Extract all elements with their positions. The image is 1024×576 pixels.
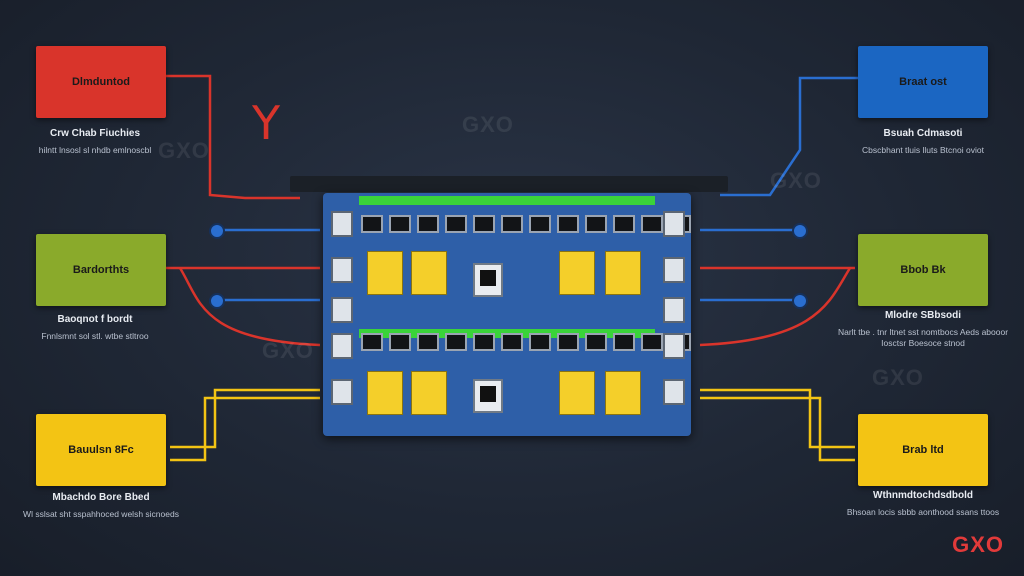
- box-label: Brab ltd: [902, 444, 944, 456]
- side-port[interactable]: [331, 379, 353, 405]
- yellow-module[interactable]: [559, 251, 595, 295]
- left-caption-red: Crw Chab Fiuchies hilntt lnsosl sl nhdb …: [0, 128, 190, 156]
- y-split-icon: Y: [252, 96, 281, 150]
- ethernet-port[interactable]: [361, 333, 383, 351]
- port-row-bottom: [361, 333, 691, 351]
- box-label: Bardorthts: [72, 264, 130, 276]
- blue-wire-top-right: [720, 76, 858, 197]
- side-port[interactable]: [663, 211, 685, 237]
- right-caption-yellow: Wthnmdtochdsdbold Bhsoan locis sbbb aont…: [828, 490, 1018, 518]
- red-wire-mid-left-2: [178, 267, 321, 347]
- caption-title: Baoqnot f bordt: [57, 314, 133, 325]
- yellow-wire-right-2: [700, 396, 855, 462]
- box-label: Dlmduntod: [71, 76, 131, 88]
- caption-desc: Narlt tbe . tnr ltnet sst nomtbocs Aeds …: [837, 327, 1009, 348]
- yellow-module[interactable]: [411, 251, 447, 295]
- yellow-module[interactable]: [367, 251, 403, 295]
- caption-title: Crw Chab Fiuchies: [49, 128, 140, 139]
- left-box-yellow[interactable]: Bauulsn 8Fc: [36, 414, 166, 486]
- ethernet-port[interactable]: [445, 215, 467, 233]
- box-label: Braat ost: [899, 76, 947, 88]
- yellow-module[interactable]: [411, 371, 447, 415]
- ethernet-port[interactable]: [473, 215, 495, 233]
- side-port[interactable]: [663, 297, 685, 323]
- yellow-wire-right-1: [700, 388, 855, 449]
- caption-title: Mbachdo Bore Bbed: [52, 492, 150, 503]
- box-label: Bbob Bk: [900, 264, 946, 276]
- ethernet-port[interactable]: [501, 333, 523, 351]
- caption-title: Wthnmdtochdsdbold: [873, 490, 973, 501]
- left-caption-green: Baoqnot f bordt Fnnlsmnt sol stl. wtbe s…: [0, 314, 190, 342]
- right-caption-blue: Bsuah Cdmasoti Cbscbhant tluis lluts Btc…: [828, 128, 1018, 156]
- right-caption-green: Mlodre SBbsodi Narlt tbe . tnr ltnet sst…: [828, 310, 1018, 349]
- caption-desc: Cbscbhant tluis lluts Btcnoi oviot: [862, 145, 984, 155]
- side-port[interactable]: [663, 257, 685, 283]
- caption-desc: Fnnlsmnt sol stl. wtbe stltroo: [41, 331, 149, 341]
- side-port[interactable]: [663, 333, 685, 359]
- left-caption-yellow: Mbachdo Bore Bbed Wl sslsat sht sspahhoc…: [6, 492, 196, 520]
- blue-connector: [209, 293, 225, 309]
- watermark: GXO: [872, 365, 924, 390]
- right-box-green[interactable]: Bbob Bk: [858, 234, 988, 306]
- box-label: Bauulsn 8Fc: [68, 444, 134, 456]
- ethernet-port[interactable]: [613, 215, 635, 233]
- ethernet-port[interactable]: [389, 215, 411, 233]
- caption-desc: hilntt lnsosl sl nhdb emlnoscbl: [38, 145, 152, 155]
- side-port[interactable]: [331, 257, 353, 283]
- ethernet-port[interactable]: [529, 333, 551, 351]
- ethernet-port[interactable]: [417, 215, 439, 233]
- ethernet-port[interactable]: [641, 333, 663, 351]
- caption-title: Mlodre SBbsodi: [884, 310, 962, 321]
- side-port[interactable]: [331, 211, 353, 237]
- yellow-module[interactable]: [605, 371, 641, 415]
- ethernet-port[interactable]: [361, 215, 383, 233]
- red-wire-mid-right-2: [699, 267, 852, 347]
- blue-connector: [792, 223, 808, 239]
- caption-desc: Bhsoan locis sbbb aonthood ssans ttoos: [846, 507, 1000, 517]
- yellow-module[interactable]: [605, 251, 641, 295]
- ethernet-port[interactable]: [557, 215, 579, 233]
- ethernet-port[interactable]: [585, 215, 607, 233]
- side-port[interactable]: [663, 379, 685, 405]
- sfp-port[interactable]: [473, 379, 503, 413]
- ethernet-port[interactable]: [389, 333, 411, 351]
- sfp-port[interactable]: [473, 263, 503, 297]
- ethernet-port[interactable]: [585, 333, 607, 351]
- yellow-wire-left-1: [170, 388, 320, 449]
- ethernet-port[interactable]: [529, 215, 551, 233]
- ethernet-port[interactable]: [417, 333, 439, 351]
- watermark: GXO: [158, 138, 210, 163]
- ethernet-port[interactable]: [473, 333, 495, 351]
- right-box-yellow[interactable]: Brab ltd: [858, 414, 988, 486]
- side-port[interactable]: [331, 297, 353, 323]
- ethernet-port[interactable]: [557, 333, 579, 351]
- blue-connector: [792, 293, 808, 309]
- network-switch[interactable]: [323, 193, 691, 436]
- side-port[interactable]: [331, 333, 353, 359]
- right-box-blue[interactable]: Braat ost: [858, 46, 988, 118]
- watermark: GXO: [462, 112, 514, 137]
- yellow-module[interactable]: [367, 371, 403, 415]
- ethernet-port[interactable]: [641, 215, 663, 233]
- red-wire-top-left: [165, 74, 300, 200]
- yellow-module[interactable]: [559, 371, 595, 415]
- ethernet-port[interactable]: [445, 333, 467, 351]
- blue-connector: [209, 223, 225, 239]
- switch-led-strip: [359, 196, 655, 205]
- port-row-top: [361, 215, 691, 233]
- caption-desc: Wl sslsat sht sspahhoced welsh sicnoeds: [23, 509, 179, 519]
- brand-logo: GXO: [952, 532, 1004, 557]
- ethernet-port[interactable]: [613, 333, 635, 351]
- left-box-green[interactable]: Bardorthts: [36, 234, 166, 306]
- left-box-red[interactable]: Dlmduntod: [36, 46, 166, 118]
- switch-top-rail: [290, 176, 728, 192]
- yellow-wire-left-2: [170, 396, 320, 462]
- ethernet-port[interactable]: [501, 215, 523, 233]
- watermark: GXO: [770, 168, 822, 193]
- caption-title: Bsuah Cdmasoti: [883, 128, 963, 139]
- watermark: GXO: [262, 338, 314, 363]
